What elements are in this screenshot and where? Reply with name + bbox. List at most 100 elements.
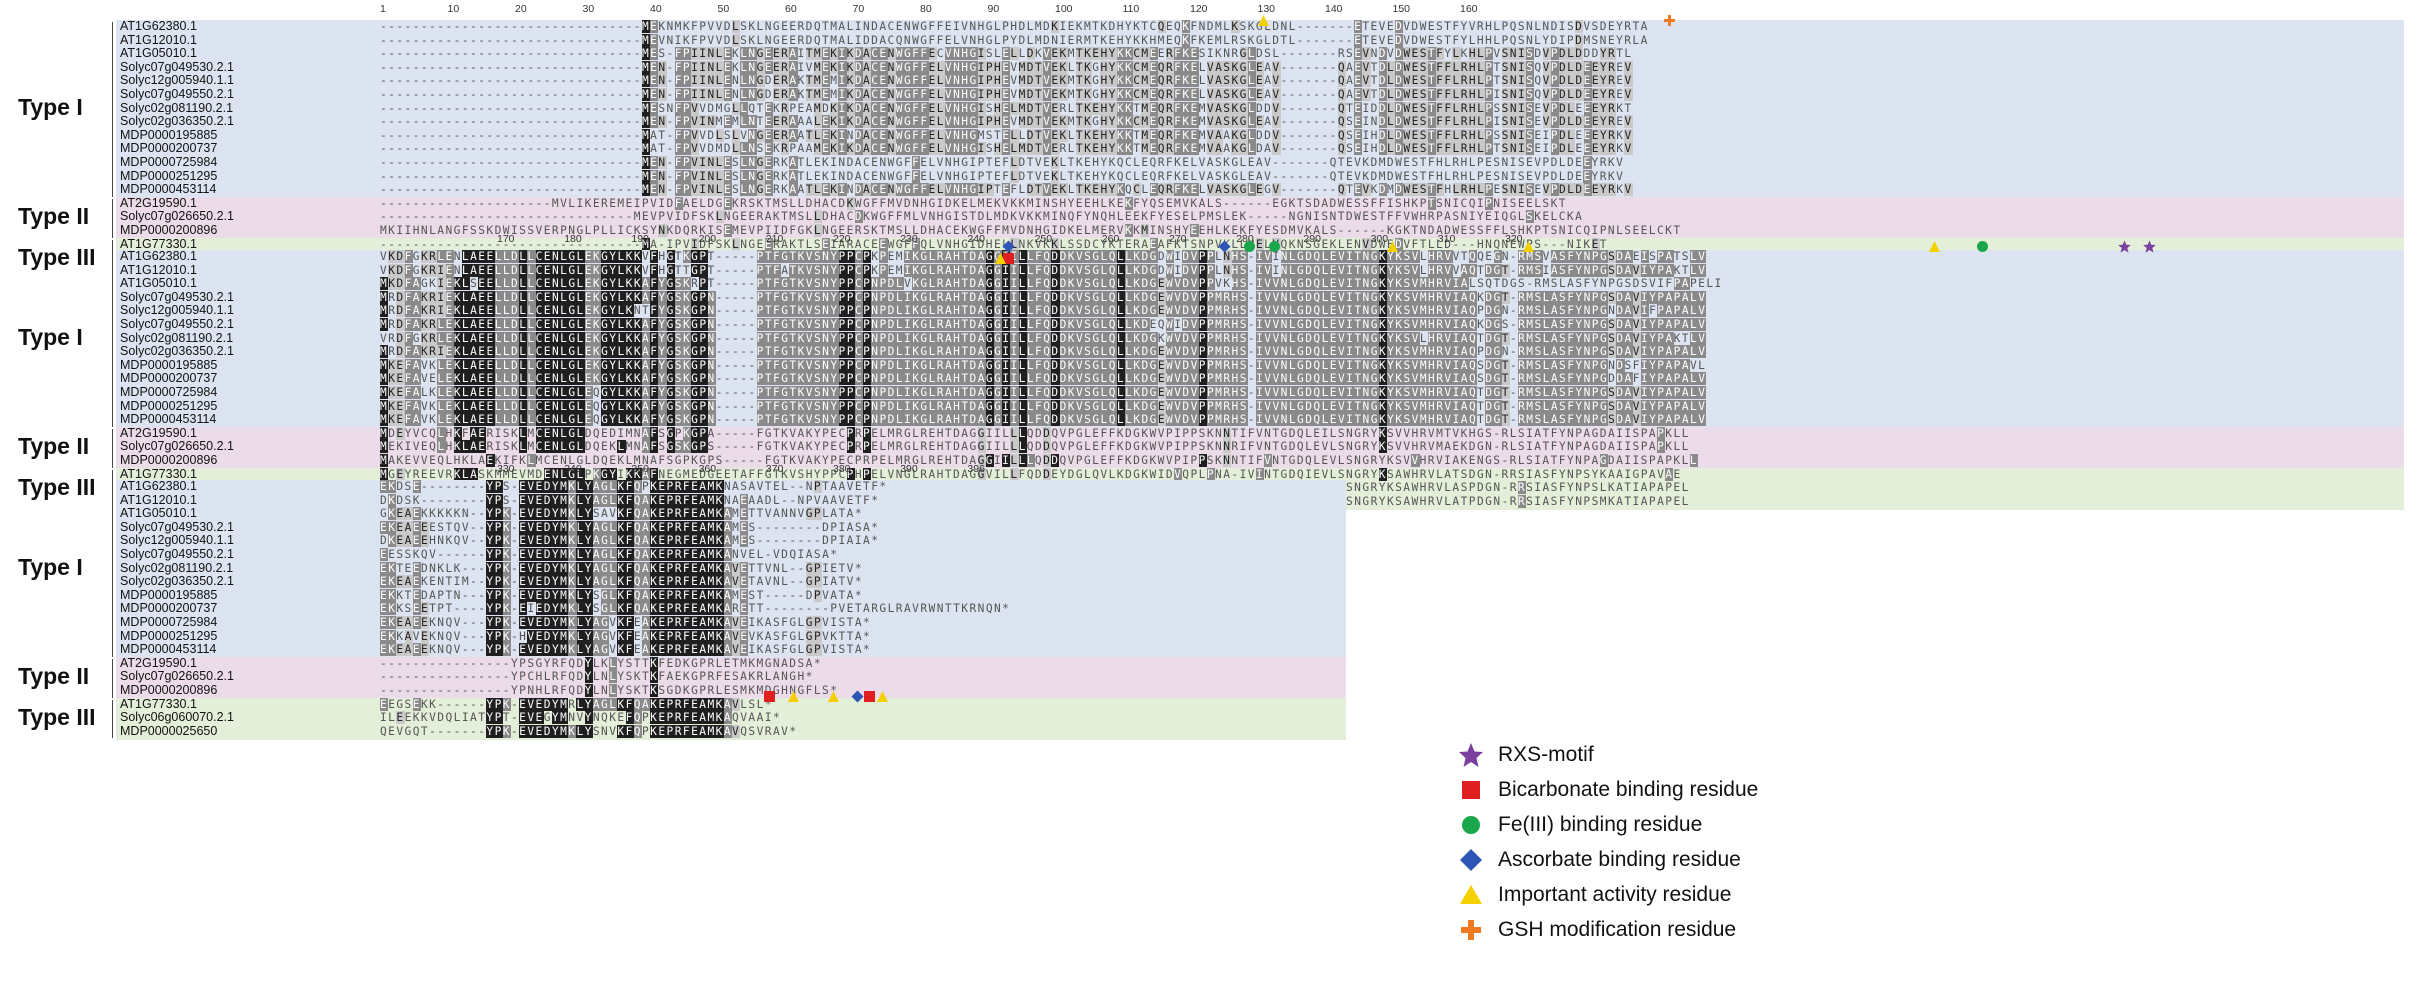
sequence-row: GKEAEKKKKKN--YPK-EVEDYMKLYSAVKFQAKEPRFEA… xyxy=(380,507,864,521)
group-label: Type III xyxy=(18,474,96,500)
sequence-row: ILEEKKVDQLIATYPT-EVEGYMNVYNQKEFQPKEPRFEA… xyxy=(380,711,782,725)
group-bracket xyxy=(112,22,113,197)
sequence-name: Solyc07g049530.2.1 xyxy=(120,289,234,304)
triangle-icon xyxy=(1387,241,1398,252)
legend-label: Fe(III) binding residue xyxy=(1498,813,1703,836)
sequence-name: MDP0000200737 xyxy=(120,141,218,156)
position-tick: 130 xyxy=(1257,3,1276,15)
sequence-row: --------------------------------MEN-FPII… xyxy=(380,74,1633,88)
star-icon xyxy=(2143,240,2156,253)
position-tick: 30 xyxy=(582,3,595,15)
position-tick: 50 xyxy=(717,3,730,15)
sequence-name: MDP0000251295 xyxy=(120,398,218,413)
cross-icon xyxy=(1461,920,1481,940)
sequence-name: Solyc07g049530.2.1 xyxy=(120,519,234,534)
sequence-row: -------------------------------MEVPVIDFS… xyxy=(380,210,1584,224)
sequence-row: MEKIVEQLHKLAERISKLMCENLGLDQEKLMNAFSGSKGP… xyxy=(380,440,1690,454)
triangle-icon xyxy=(995,253,1006,264)
position-tick: 100 xyxy=(1055,3,1073,15)
sequence-name: Solyc07g049550.2.1 xyxy=(120,317,234,331)
sequence-row: MKEFAVKLEKLAEELLDLLCENLGLEKGYLKKAFYGSKGP… xyxy=(380,358,1707,372)
sequence-name: Solyc07g026650.2.1 xyxy=(120,669,234,684)
legend-rxs: RXS-motif xyxy=(1458,742,1594,768)
sequence-row: EKEAEEESTQV--YPK-EVEDYMKLYAGLKFQAKEPRFEA… xyxy=(380,520,880,534)
sequence-row: EESSKQV------YPK-EVEDYMKLYAGLKFQAKEPRFEA… xyxy=(380,548,839,561)
square-icon xyxy=(764,691,775,702)
sequence-row: --------------------------------MES-FPII… xyxy=(380,47,1633,61)
position-tick: 110 xyxy=(1122,3,1140,15)
sequence-row: --------------------------------MESNFPVV… xyxy=(380,101,1633,115)
legend-activity: Important activity residue xyxy=(1458,882,1731,908)
sequence-name: MDP0000195885 xyxy=(120,357,218,372)
square-icon xyxy=(864,691,875,702)
sequence-name: Solyc06g060070.2.1 xyxy=(120,710,234,725)
sequence-row: EEGSEKK------YPK-EVEDYMRLYAGLKFQAKEPRFEA… xyxy=(380,697,773,711)
position-tick: 310 xyxy=(1437,233,1456,245)
position-tick: 370 xyxy=(765,463,784,475)
sequence-row: --------------------------------MEKNMKFP… xyxy=(380,20,1649,33)
position-tick: 320 xyxy=(1505,233,1523,245)
sequence-name: AT1G05010.1 xyxy=(120,276,197,291)
sequence-name: Solyc02g036350.2.1 xyxy=(120,344,234,359)
diamond-icon xyxy=(1002,240,1015,253)
sequence-name: MDP0000725984 xyxy=(120,615,218,629)
group-label: Type II xyxy=(18,203,90,230)
sequence-row: EKDSE--------YPS-EVEDYMKLYAGLKFQPKEPRFEA… xyxy=(380,480,888,493)
sequence-name: Solyc12g005940.1.1 xyxy=(120,303,234,318)
position-tick: 220 xyxy=(833,233,851,245)
sequence-name: AT1G05010.1 xyxy=(120,46,197,61)
sequence-name: MDP0000453114 xyxy=(120,412,217,427)
sequence-row: VKDFGKRLENLAEELLDLLCENLGLEKGYLKKVFHGTKGP… xyxy=(380,250,1707,263)
sequence-name: AT1G77330.1 xyxy=(120,696,197,711)
position-tick: 230 xyxy=(900,233,918,245)
position-tick: 350 xyxy=(631,463,649,475)
legend-label: Ascorbate binding residue xyxy=(1498,848,1741,871)
position-tick: 270 xyxy=(1169,233,1187,245)
sequence-row: EKKTEDAPTN---YPK-EVEDYMKLYSGLKFQAKEPRFEA… xyxy=(380,588,864,602)
legend-label: Bicarbonate binding residue xyxy=(1498,778,1759,801)
square-icon xyxy=(1003,253,1014,264)
position-tick: 60 xyxy=(785,3,797,15)
position-tick: 170 xyxy=(497,233,515,245)
circle-icon xyxy=(1462,816,1480,834)
position-tick: 360 xyxy=(698,463,717,475)
position-tick: 150 xyxy=(1392,3,1411,15)
sequence-name: Solyc12g005940.1.1 xyxy=(120,73,234,88)
sequence-name: MDP0000725984 xyxy=(120,385,218,399)
sequence-row: MRDFAKRIEKLAEELLDLLCENLGLEKGYLKKAFYGSKGP… xyxy=(380,345,1707,359)
legend-gsh: GSH modification residue xyxy=(1458,917,1736,943)
legend-fe: Fe(III) binding residue xyxy=(1458,812,1702,838)
position-tick: 1 xyxy=(380,3,386,15)
sequence-row: --------------------------------MEN-FPII… xyxy=(380,60,1633,74)
sequence-name: MDP0000251295 xyxy=(120,168,218,183)
sequence-row: VRDFGKRLEKLAEELLDLLCENLGLEKGYLKKAFYGSKGP… xyxy=(380,331,1707,345)
position-tick: 390 xyxy=(900,463,918,475)
triangle-icon xyxy=(1523,241,1534,252)
position-tick: 250 xyxy=(1034,233,1053,245)
sequence-name: MDP0000453114 xyxy=(120,642,217,657)
sequence-row: --------------------------------MEN-FPVI… xyxy=(380,183,1633,197)
position-tick: 380 xyxy=(833,463,851,475)
sequence-row: ----------------YPSGYRFQDYLKLYSTTKFEDKGP… xyxy=(380,656,823,670)
group-label: Type III xyxy=(18,704,96,730)
position-tick: 290 xyxy=(1303,233,1321,245)
sequence-row: MRDFAKRIEKLAEELLDLLCENLGLEKGYLKKAFYGSKGP… xyxy=(380,290,1707,304)
sequence-row: MKEFAVKLEKLAEELLDLLCENLGLEQGYLKKAFYGSKGP… xyxy=(380,413,1707,427)
sequence-row: ---------------------MVLIKEREMEIPVIDFAEL… xyxy=(380,196,1567,210)
sequence-name: AT1G62380.1 xyxy=(120,479,197,493)
sequence-name: AT1G77330.1 xyxy=(120,466,197,481)
sequence-name: AT2G19590.1 xyxy=(120,655,197,670)
legend-label: Important activity residue xyxy=(1498,883,1732,906)
group-label: Type II xyxy=(18,433,90,460)
sequence-name: Solyc02g036350.2.1 xyxy=(120,574,234,589)
sequence-row: MAKEVVEQLHKLAEKIFKLMCENLGLDQEKLMNAFSGPKG… xyxy=(380,454,1698,467)
sequence-row: EKKSEETPT----YPK-EIEDYMKLYSGLKFQAKEPRFEA… xyxy=(380,602,1011,616)
sequence-row: MKEFALKLEKLAEELLDLLCENLGLEQGYLKKAFYGSKGP… xyxy=(380,386,1707,399)
sequence-name: MDP0000725984 xyxy=(120,155,218,169)
triangle-icon xyxy=(1258,15,1269,26)
sequence-name: MDP0000195885 xyxy=(120,587,218,602)
sequence-name: AT2G19590.1 xyxy=(120,425,197,440)
triangle-icon xyxy=(877,691,888,702)
position-tick: 140 xyxy=(1325,3,1343,15)
sequence-name: MDP0000200896 xyxy=(120,223,218,237)
